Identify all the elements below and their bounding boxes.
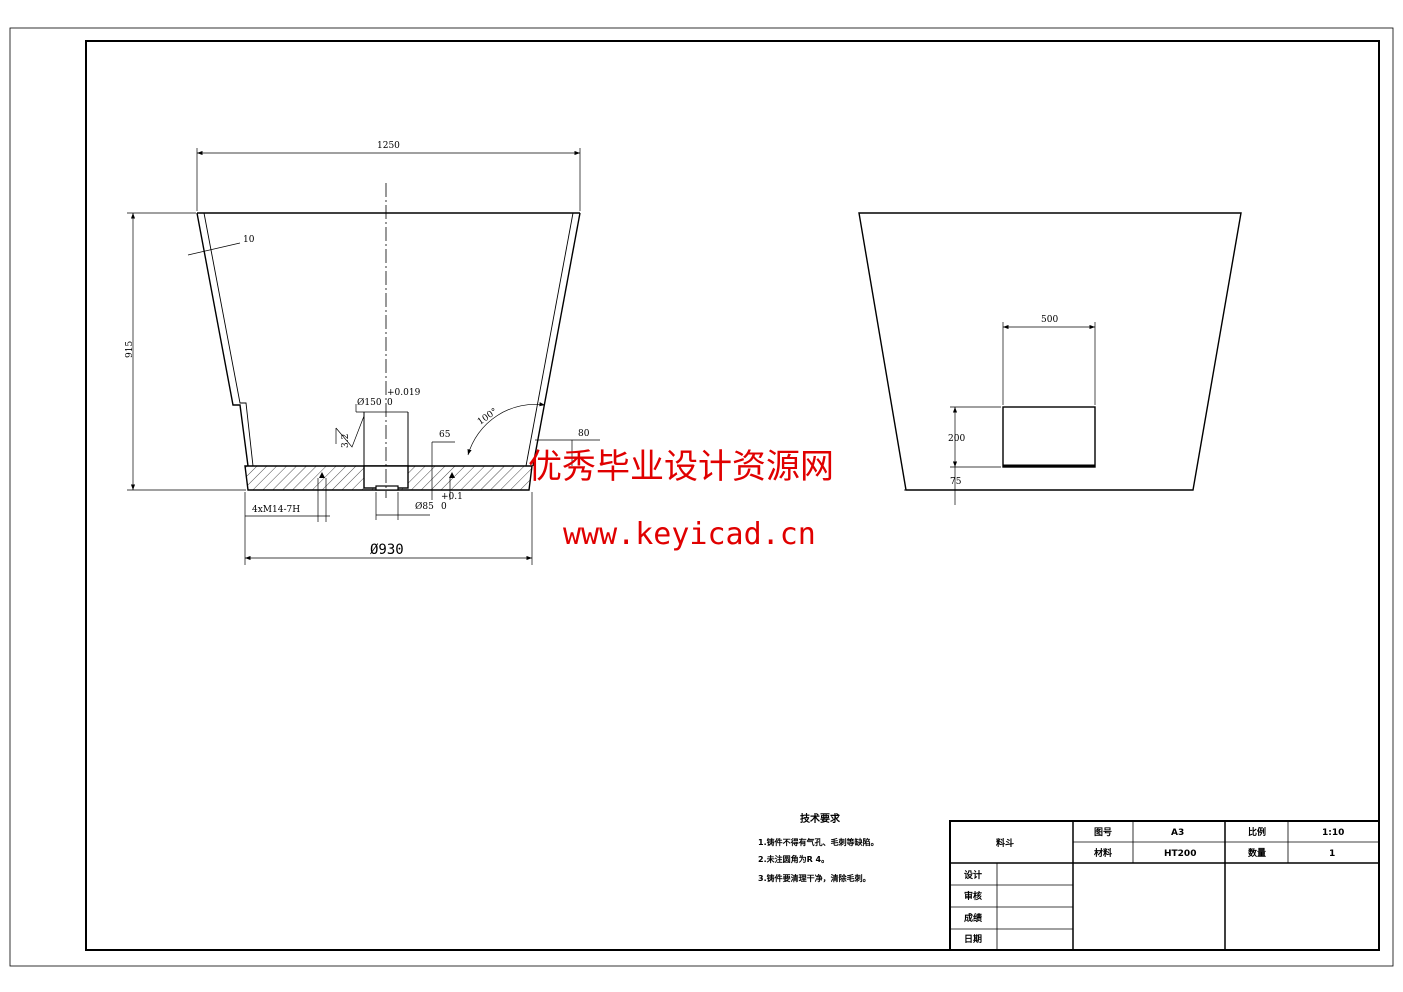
designed-label: 设计 bbox=[964, 869, 982, 881]
left-wall-inner bbox=[203, 212, 254, 467]
watermark-line1: 优秀毕业设计资源网 bbox=[528, 447, 834, 487]
scale-value: 1:10 bbox=[1322, 828, 1344, 838]
side-dimension-labels: 500 200 75 bbox=[948, 315, 1058, 487]
dim-top-width: 1250 bbox=[377, 141, 400, 151]
dim-angle: 100° bbox=[476, 407, 500, 428]
notes-title: 技术要求 bbox=[800, 812, 841, 825]
title-block bbox=[949, 820, 1380, 951]
watermark-line2: www.keyicad.cn bbox=[563, 517, 816, 552]
quantity-label: 数量 bbox=[1248, 847, 1266, 859]
dim-small-bore: Ø85 bbox=[415, 501, 434, 512]
right-wall-inner bbox=[525, 212, 574, 467]
dim-small-tol-upper: +0.1 bbox=[441, 492, 463, 502]
dim-roughness: 3.2 bbox=[341, 434, 351, 448]
date-label: 日期 bbox=[964, 933, 982, 945]
dim-window-width: 500 bbox=[1041, 315, 1058, 325]
dim-65: 65 bbox=[439, 430, 451, 440]
front-dimensions bbox=[127, 148, 600, 565]
front-view bbox=[196, 183, 581, 498]
material-value: HT200 bbox=[1164, 849, 1196, 859]
drawing-no-label: 图号 bbox=[1094, 827, 1112, 838]
window-opening bbox=[1002, 406, 1096, 468]
dim-window-offset: 75 bbox=[950, 477, 962, 487]
thread-markers bbox=[319, 472, 455, 478]
process-label: 成绩 bbox=[964, 912, 982, 924]
right-wall-outer bbox=[532, 212, 581, 467]
dim-window-height: 200 bbox=[948, 434, 965, 444]
checked-label: 审核 bbox=[964, 890, 982, 902]
dim-thread: 4xM14-7H bbox=[252, 505, 300, 515]
dim-bore-tol-upper: +0.019 bbox=[387, 388, 421, 398]
drawing-no: A3 bbox=[1171, 828, 1184, 838]
dim-base: Ø930 bbox=[370, 542, 404, 558]
side-outline bbox=[858, 212, 1242, 491]
left-wall-outer bbox=[196, 212, 249, 467]
note-item-2: 2.未注圆角为R 4。 bbox=[758, 854, 829, 864]
scale-label: 比例 bbox=[1248, 826, 1266, 838]
small-bore-cutout bbox=[375, 485, 399, 491]
dim-small-tol-lower: 0 bbox=[441, 502, 447, 512]
quantity-value: 1 bbox=[1329, 849, 1335, 859]
dim-bore-tol-lower: 0 bbox=[387, 398, 393, 408]
note-item-1: 1.铸件不得有气孔、毛刺等缺陷。 bbox=[758, 837, 879, 847]
technical-notes: 技术要求 1.铸件不得有气孔、毛刺等缺陷。 2.未注圆角为R 4。 3.铸件要清… bbox=[758, 812, 879, 883]
part-name: 料斗 bbox=[996, 837, 1014, 849]
side-view bbox=[858, 212, 1242, 491]
outer-border bbox=[9, 27, 1394, 967]
dim-bore: Ø150 bbox=[357, 397, 382, 408]
side-dimensions bbox=[904, 322, 1096, 505]
inner-border bbox=[85, 40, 1380, 951]
title-block-text: 料斗 图号 A3 比例 1:10 材料 HT200 数量 1 设计 审核 成绩 … bbox=[964, 826, 1344, 945]
dim-80: 80 bbox=[578, 429, 590, 439]
front-dimension-labels: 1250 915 10 Ø150 +0.019 0 3.2 100° 65 80… bbox=[125, 141, 590, 558]
dim-wall: 10 bbox=[243, 235, 255, 245]
material-label: 材料 bbox=[1093, 847, 1112, 859]
note-item-3: 3.铸件要清理干净，清除毛刺。 bbox=[758, 873, 871, 883]
dim-height: 915 bbox=[125, 341, 135, 358]
